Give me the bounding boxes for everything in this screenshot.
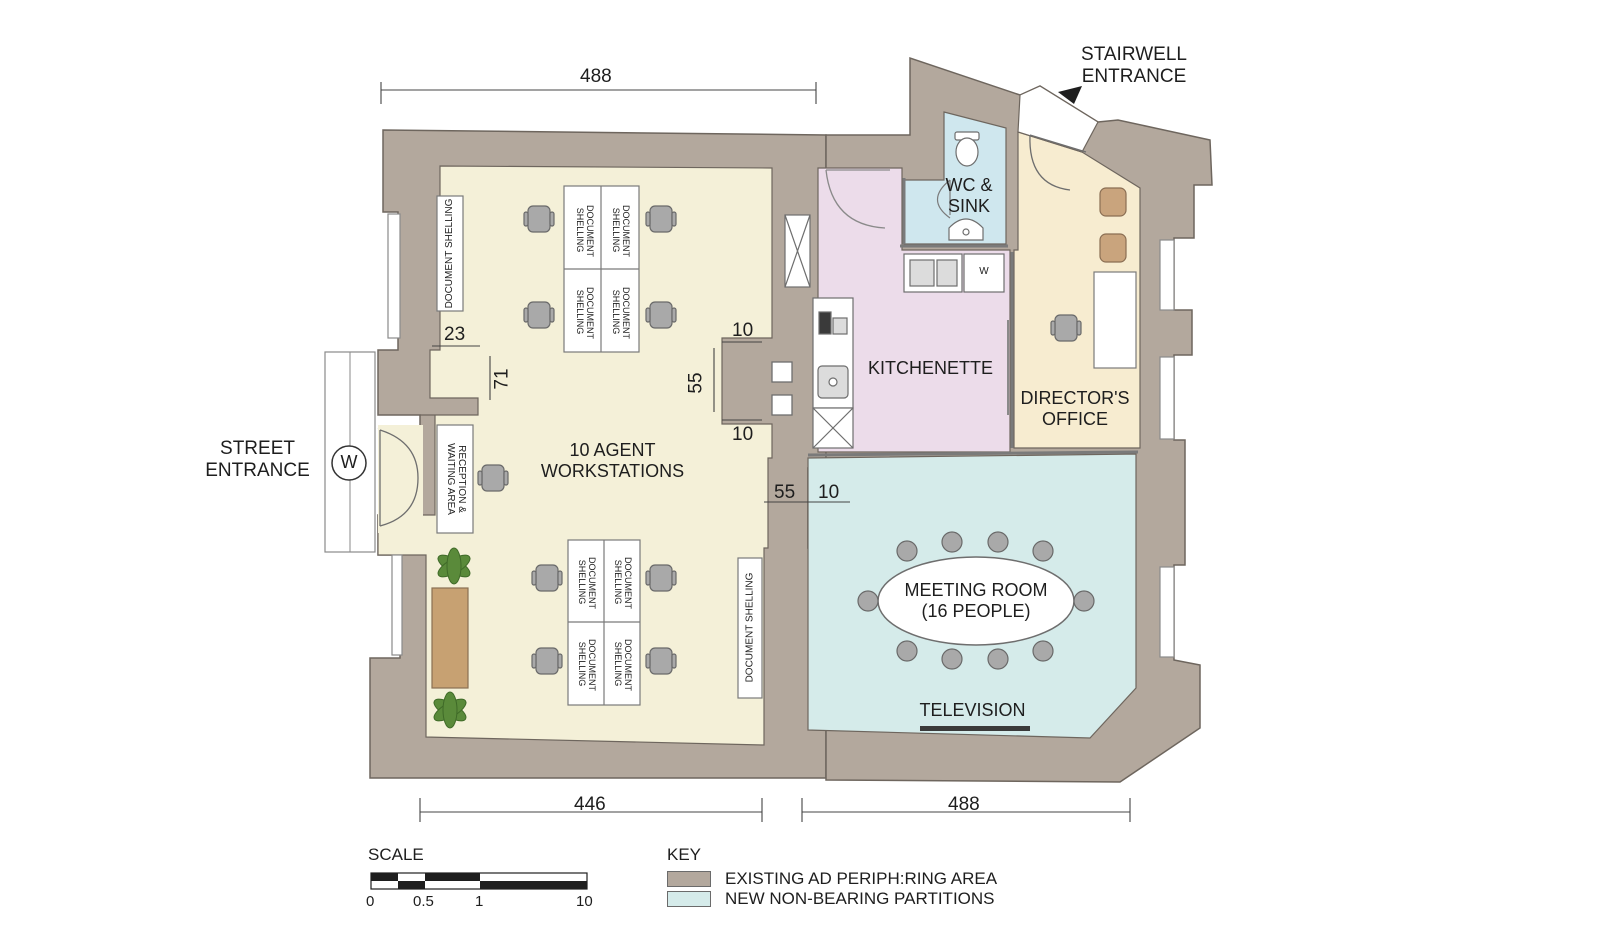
shelving-label-top-left: DOCUMENT SHELLING [444,198,455,309]
key-title: KEY [667,845,702,864]
scale-tick-0-5: 0.5 [413,893,434,910]
street-entrance-door [377,425,423,533]
directors-desk [1093,271,1137,369]
w-marker-label: W [340,452,358,472]
television-icon [920,726,1030,731]
dimension-lines [380,82,1131,822]
label-television: TELEVISION [919,700,1026,720]
wall-shelving [436,195,763,699]
key-label-new: NEW NON-BEARING PARTITIONS [725,889,995,908]
w-marker [331,445,367,481]
scale-tick-1: 1 [475,893,484,910]
label-directors-office: DIRECTOR'S OFFICE [1020,388,1130,429]
shelving-label-bottom-right: DOCUMENT SHELLING [744,572,756,683]
kitchen-counter [903,253,1005,293]
pillar-boxes [771,361,793,416]
visitor-chairs [1099,187,1127,263]
scale-bar [370,872,588,890]
desk-shelving-4: DOCUMENT SHELLING [611,287,631,339]
desk-shelving-1: DOCUMENT SHELLING [575,205,595,257]
key-item-new: NEW NON-BEARING PARTITIONS [667,889,995,909]
partitions [807,178,1139,457]
desk-shelving-8: DOCUMENT SHELLING [613,639,633,691]
kitchen-door-swing [825,169,890,229]
stairwell-door-swing [1029,134,1087,191]
dimension-10-door: 10 [818,482,840,503]
kitchen-appliances [784,214,854,449]
key-label-existing: EXISTING AD PERIPH:RING AREA [725,869,998,888]
dimension-bottom-left: 446 [574,794,606,815]
scale-title: SCALE [368,845,424,864]
bench [431,587,469,689]
stairwell-arrow [1058,86,1082,104]
stairwell-opening [1017,85,1099,153]
scale-tick-0: 0 [366,893,375,910]
desk-shelving-2: DOCUMENT SHELLING [611,205,631,257]
desk-shelving-6: DOCUMENT SHELLING [613,557,633,609]
key-swatch-new [667,891,711,907]
label-workstations: 10 AGENT WORKSTATIONS [540,440,685,481]
key-swatch-existing [667,871,711,887]
desk-shelving-3: DOCUMENT SHELLING [575,287,595,339]
meeting-chairs [857,531,1095,670]
label-kitchenette: KITCHENETTE [867,358,993,378]
office-chairs [477,205,1082,675]
wc-door-swing [936,179,951,219]
dimension-top-width: 488 [580,66,612,87]
plant-icon [433,547,471,729]
washer-label: W [979,266,989,277]
dimension-10-top: 10 [732,320,754,341]
label-wc: WC & SINK [945,175,993,216]
toilet-icon [954,131,980,167]
label-street-entrance: STREET ENTRANCE [205,438,310,481]
dimension-71: 71 [491,368,513,390]
label-meeting-room: MEETING ROOM (16 PEOPLE) [904,580,1048,621]
dimension-10-bottom: 10 [732,424,754,445]
reception-label: RECEPTION & WAITING AREA [445,443,467,515]
key-item-existing: EXISTING AD PERIPH:RING AREA [667,869,997,889]
dimension-bottom-right: 488 [948,794,980,815]
kitchenette-floor [817,167,1011,453]
windows [387,213,1175,658]
wc-sink-icon [948,218,984,241]
dimension-23: 23 [444,324,466,345]
label-stairwell-entrance: STAIRWELL ENTRANCE [1081,44,1187,87]
desk-shelving-7: DOCUMENT SHELLING [577,639,597,691]
dimension-55-door: 55 [774,482,796,503]
desk-blocks [563,185,641,706]
dimension-55-vertical: 55 [685,372,707,394]
scale-tick-10: 10 [576,893,593,910]
desk-shelving-5: DOCUMENT SHELLING [577,557,597,609]
